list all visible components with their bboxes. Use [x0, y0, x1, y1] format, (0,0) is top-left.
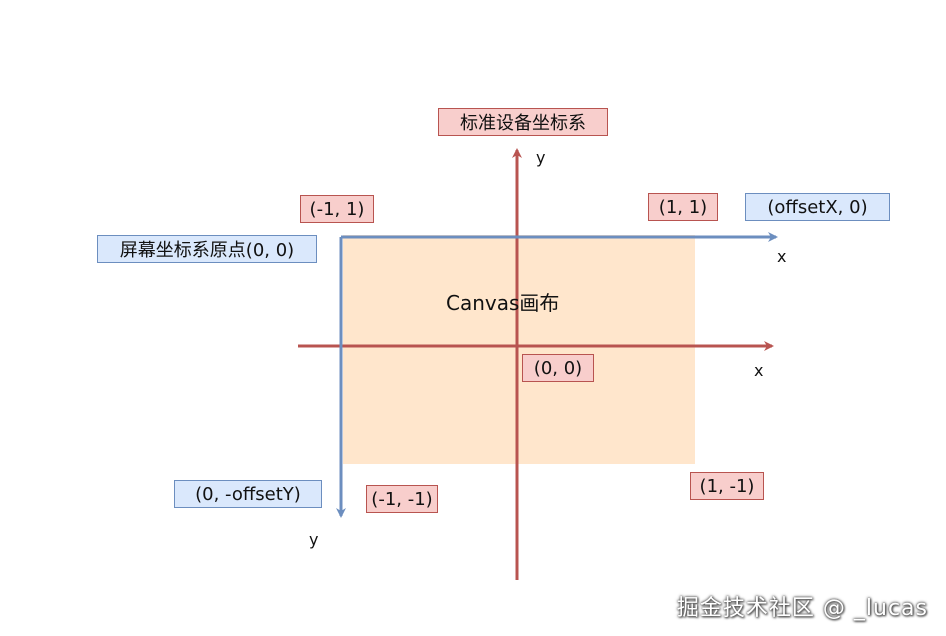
screen-x-end-label: (offsetX, 0) [745, 193, 890, 221]
canvas-title: Canvas画布 [446, 291, 560, 315]
screen-y-axis-letter: y [309, 530, 319, 549]
screen-x-axis-letter: x [777, 247, 787, 266]
ndc-x-axis-letter: x [754, 361, 764, 380]
screen-y-end-label: (0, -offsetY) [174, 480, 322, 508]
screen-origin-label: 屏幕坐标系原点(0, 0) [97, 235, 317, 263]
ndc-bottom-left-label: (-1, -1) [366, 485, 438, 513]
ndc-top-left-label: (-1, 1) [300, 195, 374, 223]
canvas-area [343, 235, 695, 464]
ndc-y-axis-letter: y [536, 148, 546, 167]
watermark-text: 掘金技术社区 @ _lucas [676, 596, 928, 621]
ndc-origin-label: (0, 0) [522, 354, 594, 382]
ndc-bottom-right-label: (1, -1) [690, 472, 764, 500]
ndc-top-right-label: (1, 1) [648, 193, 718, 221]
ndc-title-label: 标准设备坐标系 [438, 108, 608, 136]
